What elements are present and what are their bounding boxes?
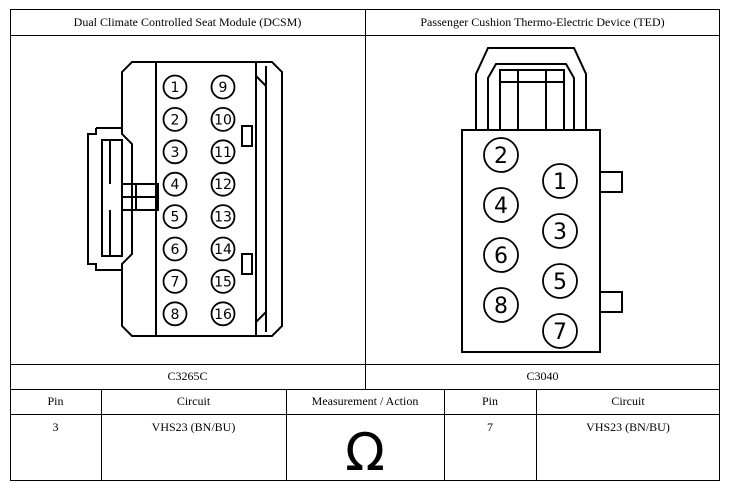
ted-side-tab-bottom bbox=[599, 291, 623, 313]
dcsm-pin-16-circle bbox=[210, 301, 236, 327]
dcsm-pin-10-circle bbox=[210, 107, 236, 132]
header-pin-b: Pin bbox=[481, 394, 498, 408]
dcsm-pin-6-label: 6 bbox=[171, 242, 180, 258]
left-panel-title: Dual Climate Controlled Seat Module (DCS… bbox=[73, 14, 302, 29]
dcsm-left-latch bbox=[87, 127, 122, 271]
dcsm-pin-8-circle bbox=[162, 301, 188, 327]
dcsm-body-outline bbox=[121, 61, 283, 337]
panel-divider bbox=[365, 9, 366, 390]
row-pin-b: 7 bbox=[487, 420, 493, 434]
dcsm-right-latch-bottom bbox=[241, 253, 253, 275]
dcsm-pin-7-circle bbox=[162, 268, 188, 294]
dcsm-pin-6-circle bbox=[162, 236, 188, 262]
ted-pin-2-label: 2 bbox=[494, 144, 508, 169]
ted-pin-6-circle bbox=[483, 237, 519, 273]
dcsm-pin-15-circle bbox=[210, 268, 236, 294]
header-measurement: Measurement / Action bbox=[311, 394, 419, 408]
dcsm-pin-11-circle bbox=[210, 139, 236, 165]
dcsm-pin-cavity bbox=[155, 61, 257, 337]
table-col-divider-2 bbox=[286, 389, 287, 481]
header-divider bbox=[10, 414, 720, 415]
dcsm-pin-5-label: 5 bbox=[171, 210, 180, 226]
header-circuit-b: Circuit bbox=[611, 394, 645, 408]
dcsm-pin-9-circle bbox=[210, 74, 236, 100]
ted-latch-tab bbox=[499, 69, 565, 131]
dcsm-pin-12-label: 12 bbox=[214, 177, 232, 193]
ted-latch-housing bbox=[475, 47, 587, 130]
dcsm-pin-3-circle bbox=[162, 139, 188, 165]
header-pin-a: Pin bbox=[47, 394, 64, 408]
dcsm-pin-8-label: 8 bbox=[171, 307, 180, 323]
row-circuit-b: VHS23 (BN/BU) bbox=[586, 420, 670, 434]
row-measurement-cell: Ω bbox=[286, 414, 444, 481]
dcsm-pin-9-label: 9 bbox=[219, 80, 228, 96]
table-col-divider-1 bbox=[101, 389, 102, 481]
dcsm-pin-4-label: 4 bbox=[171, 177, 180, 193]
ted-pin-6-label: 6 bbox=[494, 244, 508, 269]
dcsm-pin-12-circle bbox=[210, 171, 236, 197]
table-col-divider-4 bbox=[536, 389, 537, 481]
ted-pin-1-circle bbox=[542, 163, 578, 199]
ted-connector-drawing: 2 4 6 8 1 3 5 7 bbox=[461, 47, 623, 353]
ted-pin-3-circle bbox=[542, 213, 578, 249]
dcsm-pin-2-circle bbox=[162, 107, 188, 132]
ted-pin-8-label: 8 bbox=[494, 294, 508, 319]
ted-pin-5-label: 5 bbox=[553, 270, 567, 295]
header-circuit-a: Circuit bbox=[176, 394, 211, 408]
dcsm-pin-11-label: 11 bbox=[214, 145, 232, 161]
ted-pin-4-circle bbox=[483, 187, 519, 223]
dcsm-pin-14-label: 14 bbox=[214, 242, 232, 258]
ted-pin-3-label: 3 bbox=[553, 220, 567, 245]
ted-body-outline bbox=[461, 129, 601, 353]
dcsm-pin-13-circle bbox=[210, 204, 236, 230]
dcsm-pin-1-circle bbox=[162, 74, 188, 100]
dcsm-pin-13-label: 13 bbox=[214, 210, 232, 226]
ted-pin-1-label: 1 bbox=[553, 170, 567, 195]
table-col-divider-3 bbox=[444, 389, 445, 481]
dcsm-pin-4-circle bbox=[162, 171, 188, 197]
ted-pin-4-label: 4 bbox=[494, 194, 508, 219]
ted-pin-5-circle bbox=[542, 263, 578, 299]
dcsm-pin-2-label: 2 bbox=[171, 112, 180, 128]
row-circuit-a: VHS23 (BN/BU) bbox=[151, 420, 236, 434]
row-pin-a: 3 bbox=[52, 420, 59, 434]
ted-pin-7-circle bbox=[542, 313, 578, 349]
ted-pin-7-label: 7 bbox=[553, 320, 567, 345]
left-connector-id: C3265C bbox=[167, 369, 208, 383]
dcsm-pin-5-circle bbox=[162, 204, 188, 230]
dcsm-pin-3-label: 3 bbox=[171, 145, 180, 161]
dcsm-pin-14-circle bbox=[210, 236, 236, 262]
dcsm-pin-1-label: 1 bbox=[171, 80, 180, 96]
dcsm-pin-7-label: 7 bbox=[171, 274, 180, 290]
ted-side-tab-top bbox=[599, 171, 623, 193]
right-panel-title: Passenger Cushion Thermo-Electric Device… bbox=[420, 14, 665, 29]
right-connector-id: C3040 bbox=[526, 369, 559, 383]
dcsm-pin-10-label: 10 bbox=[214, 112, 232, 128]
ted-pin-8-circle bbox=[483, 287, 519, 323]
dcsm-right-latch-top bbox=[241, 125, 253, 147]
ted-pin-2-circle bbox=[483, 137, 519, 173]
dcsm-pin-15-label: 15 bbox=[214, 274, 232, 290]
ohm-symbol: Ω bbox=[345, 422, 385, 483]
dcsm-pin-16-label: 16 bbox=[214, 307, 232, 323]
